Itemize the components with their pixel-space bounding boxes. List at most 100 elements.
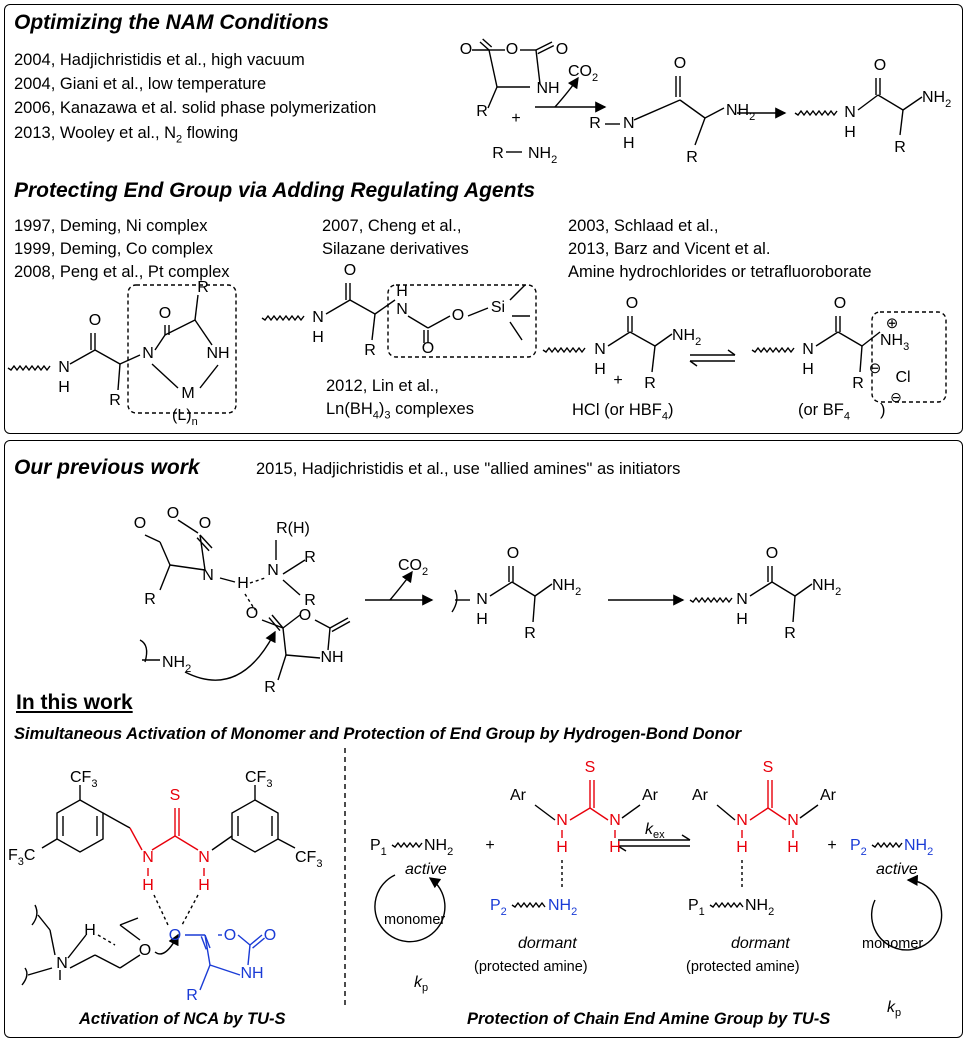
bond xyxy=(569,807,591,821)
bond xyxy=(859,345,863,373)
bond xyxy=(277,838,296,849)
cf3-label: CF3 xyxy=(70,769,97,790)
ref-line: 2012, Lin et al., xyxy=(326,377,439,395)
atom-label: O xyxy=(264,927,276,944)
double-bond xyxy=(537,44,555,55)
amine-label: NH2 xyxy=(552,577,581,598)
polymer-chain-wavy xyxy=(542,346,586,354)
ref-line: 2013, Barz and Vicent et al. xyxy=(568,240,771,258)
bond xyxy=(511,581,536,597)
ar-label: Ar xyxy=(642,787,659,804)
dashed-box xyxy=(127,284,237,414)
equilibrium-arrow xyxy=(617,845,627,852)
atom-label: O xyxy=(169,927,181,944)
bond xyxy=(488,49,498,88)
bond xyxy=(749,807,769,821)
protected-amine-label: (protected amine) xyxy=(686,959,800,975)
atom-label: H xyxy=(736,611,748,628)
amine-label: NH2 xyxy=(904,837,933,858)
atom-label: N xyxy=(267,562,279,579)
bond xyxy=(794,583,813,597)
atom-label: R xyxy=(264,679,276,696)
atom-label: R xyxy=(109,392,121,409)
atom-label: O xyxy=(246,605,258,622)
atom-label: H xyxy=(802,361,814,378)
atom-label: O xyxy=(674,55,686,72)
bond xyxy=(534,583,553,597)
cf3-label: CF3 xyxy=(245,769,272,790)
this-work-subtitle: Simultaneous Activation of Monomer and P… xyxy=(14,725,742,743)
bond xyxy=(767,807,787,821)
ref-line: 2004, Hadjichristidis et al., high vacuu… xyxy=(14,51,305,69)
nh-label: NH xyxy=(536,80,559,97)
atom-label: N xyxy=(802,341,814,358)
atom-label: O xyxy=(199,515,211,532)
bond xyxy=(607,331,631,347)
bond xyxy=(219,577,236,583)
active-label: active xyxy=(405,861,447,878)
bond xyxy=(119,924,141,941)
atom-label: O xyxy=(874,57,886,74)
bond xyxy=(694,117,706,146)
amine-label: NH2 xyxy=(424,837,453,858)
atom-label: N xyxy=(198,849,210,866)
atom-label: R xyxy=(144,591,156,608)
ref-line: Ln(BH4)3 complexes xyxy=(326,400,474,422)
ref-line: 2013, Wooley et al., N2 flowing xyxy=(14,124,239,146)
cl-label: Cl xyxy=(895,369,910,386)
bond xyxy=(249,934,263,946)
atom-label: H xyxy=(312,329,324,346)
bond xyxy=(151,363,179,389)
double-bond xyxy=(482,38,493,48)
bond xyxy=(282,579,301,596)
si-label: Si xyxy=(491,299,505,316)
bond xyxy=(629,331,656,347)
bond xyxy=(102,812,131,829)
bond xyxy=(654,333,673,347)
atom-label: R xyxy=(492,145,504,162)
atom-label: R xyxy=(364,342,376,359)
bond xyxy=(69,954,96,969)
bond xyxy=(144,534,161,543)
plus-sign: + xyxy=(613,372,622,389)
bond xyxy=(159,564,171,591)
bond xyxy=(799,804,819,819)
bond xyxy=(427,315,451,329)
atom-label: N xyxy=(142,345,154,362)
bond xyxy=(633,99,681,121)
atom-label: H xyxy=(609,839,621,856)
atom-label: O xyxy=(506,41,518,58)
amine-label: NH2 xyxy=(548,897,577,918)
nh-label: NH xyxy=(206,345,229,362)
atom-label: N xyxy=(736,591,748,608)
plus-sign: + xyxy=(511,110,520,127)
bond xyxy=(349,299,376,315)
ref-line: 2004, Giani et al., low temperature xyxy=(14,75,267,93)
dormant-label: dormant xyxy=(731,935,790,952)
bond xyxy=(792,595,796,623)
hcl-label: HCl (or HBF4) xyxy=(572,401,674,423)
bond xyxy=(285,654,321,659)
bond xyxy=(532,595,536,623)
amine-label: NH2 xyxy=(812,577,841,598)
atom-label: R xyxy=(476,103,488,120)
bond xyxy=(119,917,139,926)
dormant-label: dormant xyxy=(518,935,577,952)
bf4-label: (or BF4) xyxy=(798,401,886,423)
atom-label: H xyxy=(594,361,606,378)
atom-label: H xyxy=(396,283,408,300)
atom-label: N xyxy=(312,309,324,326)
atom-label: R xyxy=(197,279,209,296)
atom-label: O xyxy=(507,545,519,562)
atom-label: R xyxy=(894,139,906,156)
bond xyxy=(487,86,498,109)
atom-label: O xyxy=(834,295,846,312)
ref-line: Amine hydrochlorides or tetrafluoroborat… xyxy=(568,263,872,281)
atom-label: O xyxy=(766,545,778,562)
bond xyxy=(69,349,96,365)
atom-label: N xyxy=(736,812,748,829)
bond xyxy=(282,627,287,656)
bond xyxy=(771,581,796,597)
s-label: S xyxy=(763,759,774,776)
